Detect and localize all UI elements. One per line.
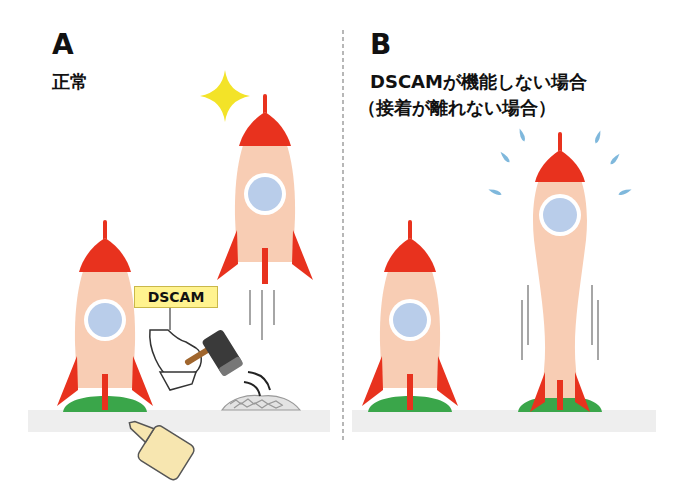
ground: [28, 410, 330, 432]
stretched-rocket: [530, 134, 590, 412]
glue-tube: [116, 411, 197, 482]
panel-letter: B: [370, 28, 391, 61]
label-box: DSCAM: [134, 286, 218, 308]
hammer-head: [201, 329, 244, 377]
box-label: DSCAM: [148, 289, 205, 305]
sweat-drops: [488, 128, 633, 197]
panel-heading: 正常: [52, 70, 88, 94]
ground: [352, 410, 656, 432]
broken-glue: [222, 396, 300, 410]
panel-letter: A: [52, 28, 74, 61]
panel-heading: DSCAMが機能しない場合: [370, 70, 587, 94]
panel-subheading: （接着が離れない場合）: [358, 96, 556, 120]
hand: [150, 330, 201, 378]
sparkle: [200, 70, 250, 122]
divider: [342, 30, 343, 440]
